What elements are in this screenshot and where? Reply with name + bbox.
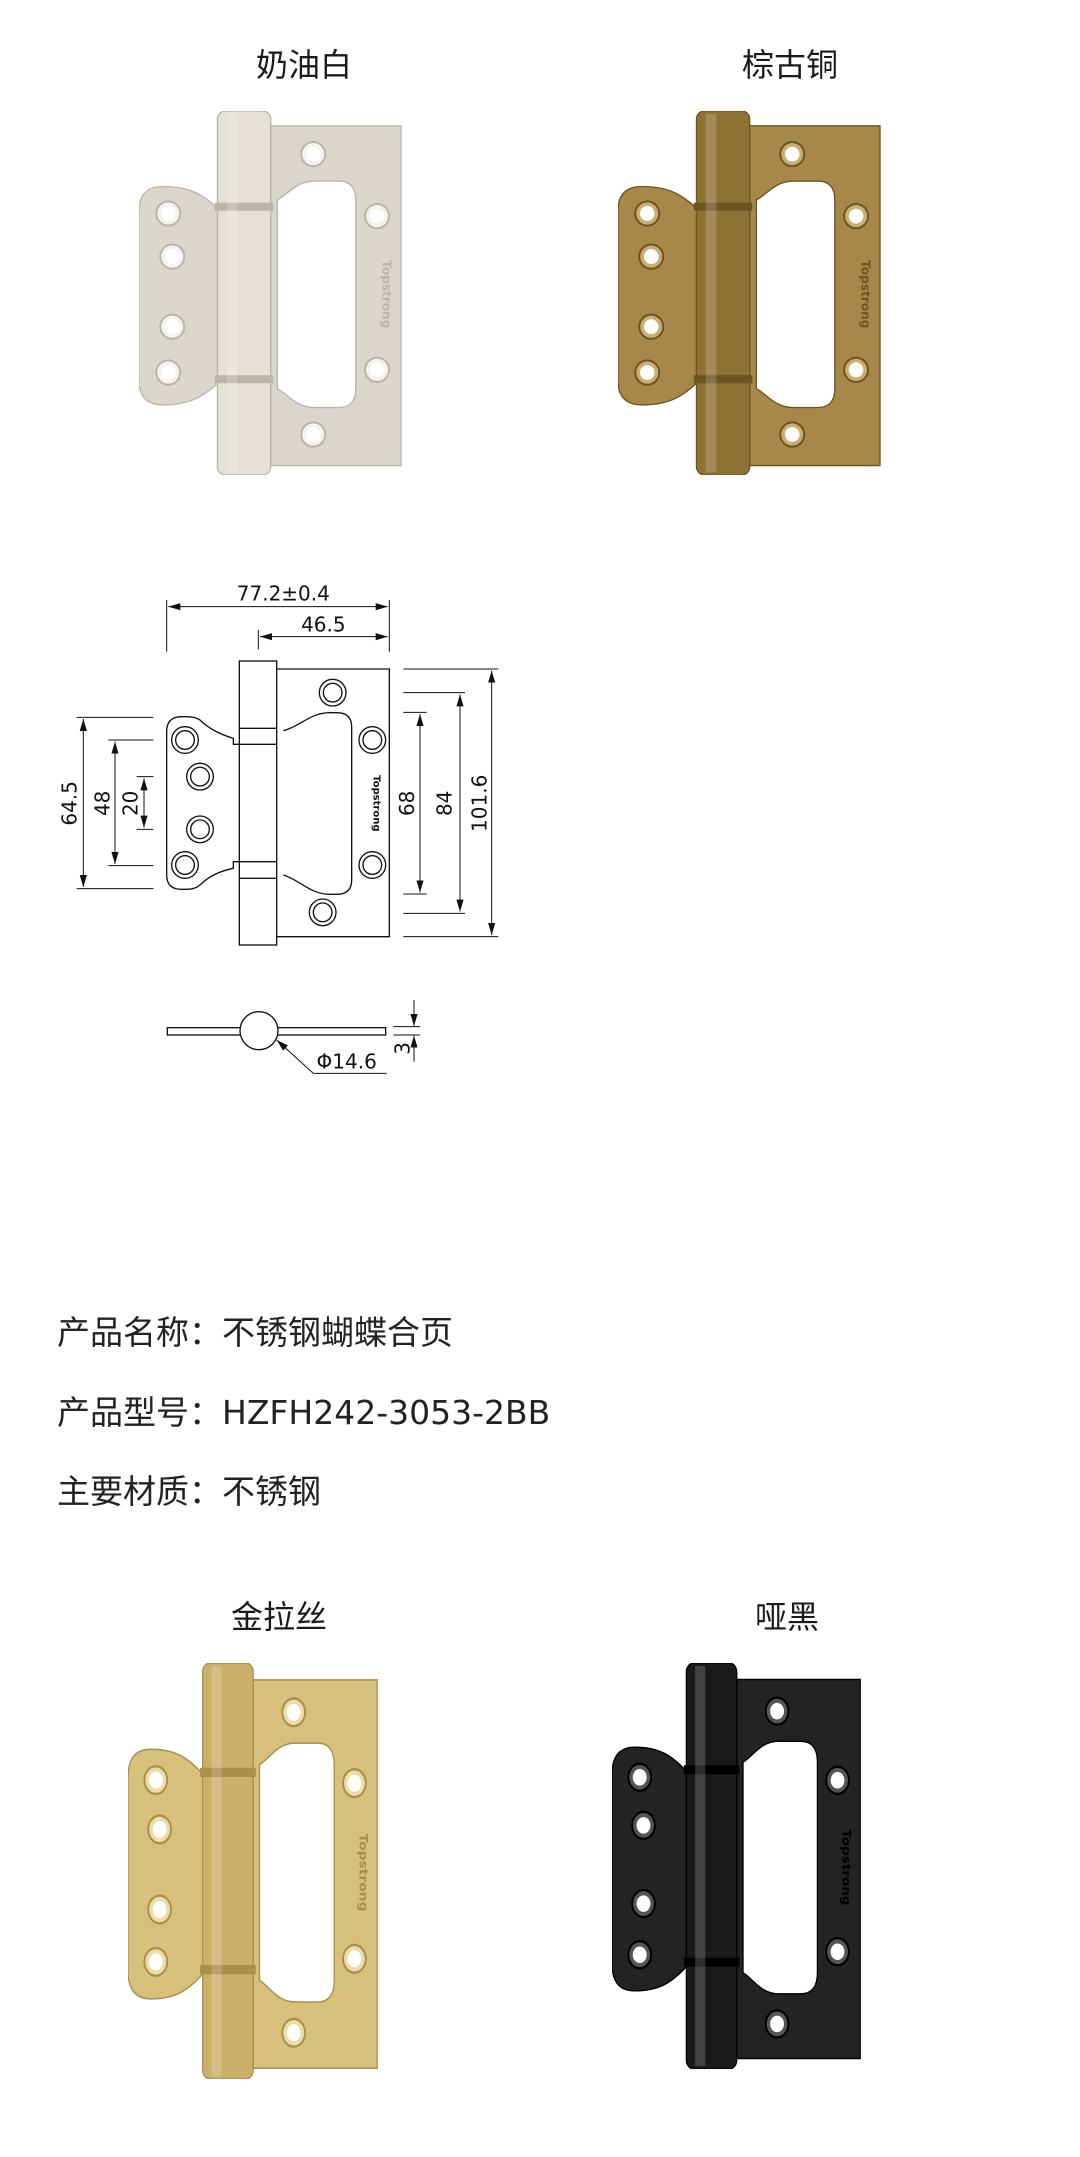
spec-product-name: 产品名称：不锈钢蝴蝶合页 bbox=[57, 1306, 453, 1354]
spec-value: 不锈钢蝴蝶合页 bbox=[222, 1313, 453, 1352]
dim-pin-diameter: Φ14.6 bbox=[317, 1049, 377, 1073]
svg-text:Topstrong: Topstrong bbox=[840, 1829, 854, 1905]
variant-title-brushed-gold: 金拉丝 bbox=[230, 1598, 328, 1636]
svg-text:Topstrong: Topstrong bbox=[379, 260, 393, 328]
dim-leaf-width: 46.5 bbox=[301, 613, 346, 637]
dim-right-height: 101.6 bbox=[468, 775, 492, 832]
side-view bbox=[166, 1000, 420, 1074]
drawing-brand-text: Topstrong bbox=[370, 775, 381, 831]
svg-text:Topstrong: Topstrong bbox=[357, 1834, 370, 1912]
spec-value: HZFH242-3053-2BB bbox=[222, 1393, 551, 1432]
spec-value: 不锈钢 bbox=[222, 1472, 321, 1511]
hinge-image-cream-white: Topstrong bbox=[139, 111, 405, 475]
dim-right-inner: 68 bbox=[395, 791, 419, 816]
dimension-labels: 77.2±0.4 46.5 64.5 48 20 68 84 101.6 Φ14… bbox=[58, 582, 492, 1074]
dim-right-holes: 84 bbox=[433, 791, 457, 816]
dimension-lines bbox=[76, 600, 499, 938]
dim-left-height: 64.5 bbox=[58, 781, 82, 826]
technical-drawing: Topstrong 77.2±0.4 46.5 64.5 48 20 68 bbox=[58, 582, 499, 1074]
svg-text:Topstrong: Topstrong bbox=[858, 260, 872, 328]
variant-title-antique-bronze: 棕古铜 bbox=[741, 46, 839, 84]
hinge-outline: Topstrong bbox=[166, 660, 390, 946]
spec-product-model: 产品型号：HZFH242-3053-2BB bbox=[57, 1386, 550, 1434]
variant-title-cream-white: 奶油白 bbox=[255, 46, 353, 84]
dim-overall-width: 77.2±0.4 bbox=[237, 582, 330, 606]
dim-left-inner: 20 bbox=[118, 791, 142, 816]
dim-left-holes: 48 bbox=[90, 791, 114, 816]
hinge-image-antique-bronze: Topstrong bbox=[618, 111, 884, 475]
spec-label: 产品名称： bbox=[57, 1313, 222, 1352]
spec-label: 主要材质： bbox=[57, 1472, 222, 1511]
spec-label: 产品型号： bbox=[57, 1393, 222, 1432]
spec-material: 主要材质：不锈钢 bbox=[57, 1465, 321, 1513]
variant-title-matte-black: 哑黑 bbox=[754, 1598, 820, 1636]
hinge-image-matte-black: Topstrong bbox=[612, 1663, 864, 2069]
dim-thickness: 3 bbox=[390, 1042, 414, 1055]
hinge-image-brushed-gold: Topstrong bbox=[128, 1663, 381, 2079]
